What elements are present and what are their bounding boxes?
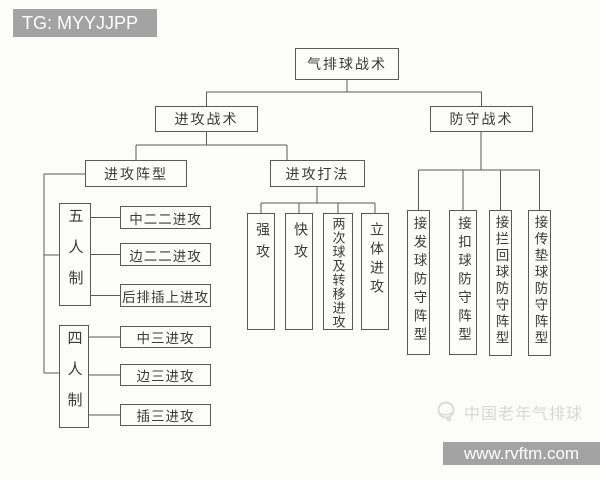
node-second-ball-transfer-attack: 两次球及转移进攻 <box>323 213 353 330</box>
node-label: 气排球战术 <box>307 58 387 73</box>
node-label: 立体进攻 <box>368 222 383 298</box>
node-defense-tactics: 防守战术 <box>430 106 533 132</box>
node-spike-receive-defense-formation: 接扣球防守阵型 <box>449 210 477 355</box>
site-watermark-label: 中国老年气排球 <box>464 406 584 423</box>
node-quick-attack: 快攻 <box>285 213 313 330</box>
node-serve-receive-defense-formation: 接发球防守阵型 <box>407 210 430 355</box>
node-block-rebound-defense-formation: 接拦回球防守阵型 <box>489 210 512 356</box>
node-four-player-system: 四人制 <box>59 325 89 428</box>
volleyball-logo-icon <box>437 401 455 422</box>
node-back-row-insert-attack: 后排插上进攻 <box>120 284 211 307</box>
node-label: 接传垫球防守阵型 <box>532 215 548 347</box>
node-label: 进攻战术 <box>174 113 239 128</box>
node-label: 四人制 <box>65 330 82 423</box>
node-root-air-volleyball-tactics: 气排球战术 <box>295 48 399 80</box>
node-pass-dig-defense-formation: 接传垫球防守阵型 <box>528 210 551 356</box>
node-offense-formation: 进攻阵型 <box>85 160 187 187</box>
node-label: 快攻 <box>292 222 307 266</box>
site-url-label: www.rvftm.com <box>463 443 580 463</box>
node-label: 插三进攻 <box>136 409 195 424</box>
node-insert-3-attack: 插三进攻 <box>120 404 211 426</box>
node-label: 后排插上进攻 <box>122 289 209 305</box>
node-label: 接发球防守阵型 <box>411 216 427 346</box>
node-power-attack: 强攻 <box>247 213 275 330</box>
node-five-player-system: 五人制 <box>59 203 91 306</box>
node-label: 防守战术 <box>449 113 514 128</box>
node-offense-tactics: 进攻战术 <box>155 106 258 132</box>
tg-watermark-label: TG: MYYJJPP <box>22 12 139 33</box>
site-url-badge: www.rvftm.com <box>443 442 600 465</box>
node-side-3-attack: 边三进攻 <box>120 364 211 386</box>
node-label: 进攻阵型 <box>104 167 168 183</box>
site-watermark: 中国老年气排球 <box>435 400 583 424</box>
node-label: 中二二进攻 <box>129 211 202 227</box>
node-offense-play-style: 进攻打法 <box>270 160 365 187</box>
node-label: 中三进攻 <box>136 331 195 346</box>
node-label: 边二二进攻 <box>129 248 202 264</box>
node-three-dimensional-attack: 立体进攻 <box>361 213 389 330</box>
node-label: 边三进攻 <box>136 369 195 384</box>
node-label: 强攻 <box>254 222 269 266</box>
node-middle-2-2-attack: 中二二进攻 <box>120 206 211 229</box>
node-label: 五人制 <box>66 208 83 301</box>
node-label: 接拦回球防守阵型 <box>493 215 509 347</box>
node-side-2-2-attack: 边二二进攻 <box>120 243 211 266</box>
node-label: 两次球及转移进攻 <box>330 217 346 329</box>
node-label: 进攻打法 <box>285 167 350 183</box>
node-label: 接扣球防守阵型 <box>456 216 471 346</box>
node-middle-3-attack: 中三进攻 <box>120 326 211 348</box>
tg-watermark-badge: TG: MYYJJPP <box>13 9 157 37</box>
